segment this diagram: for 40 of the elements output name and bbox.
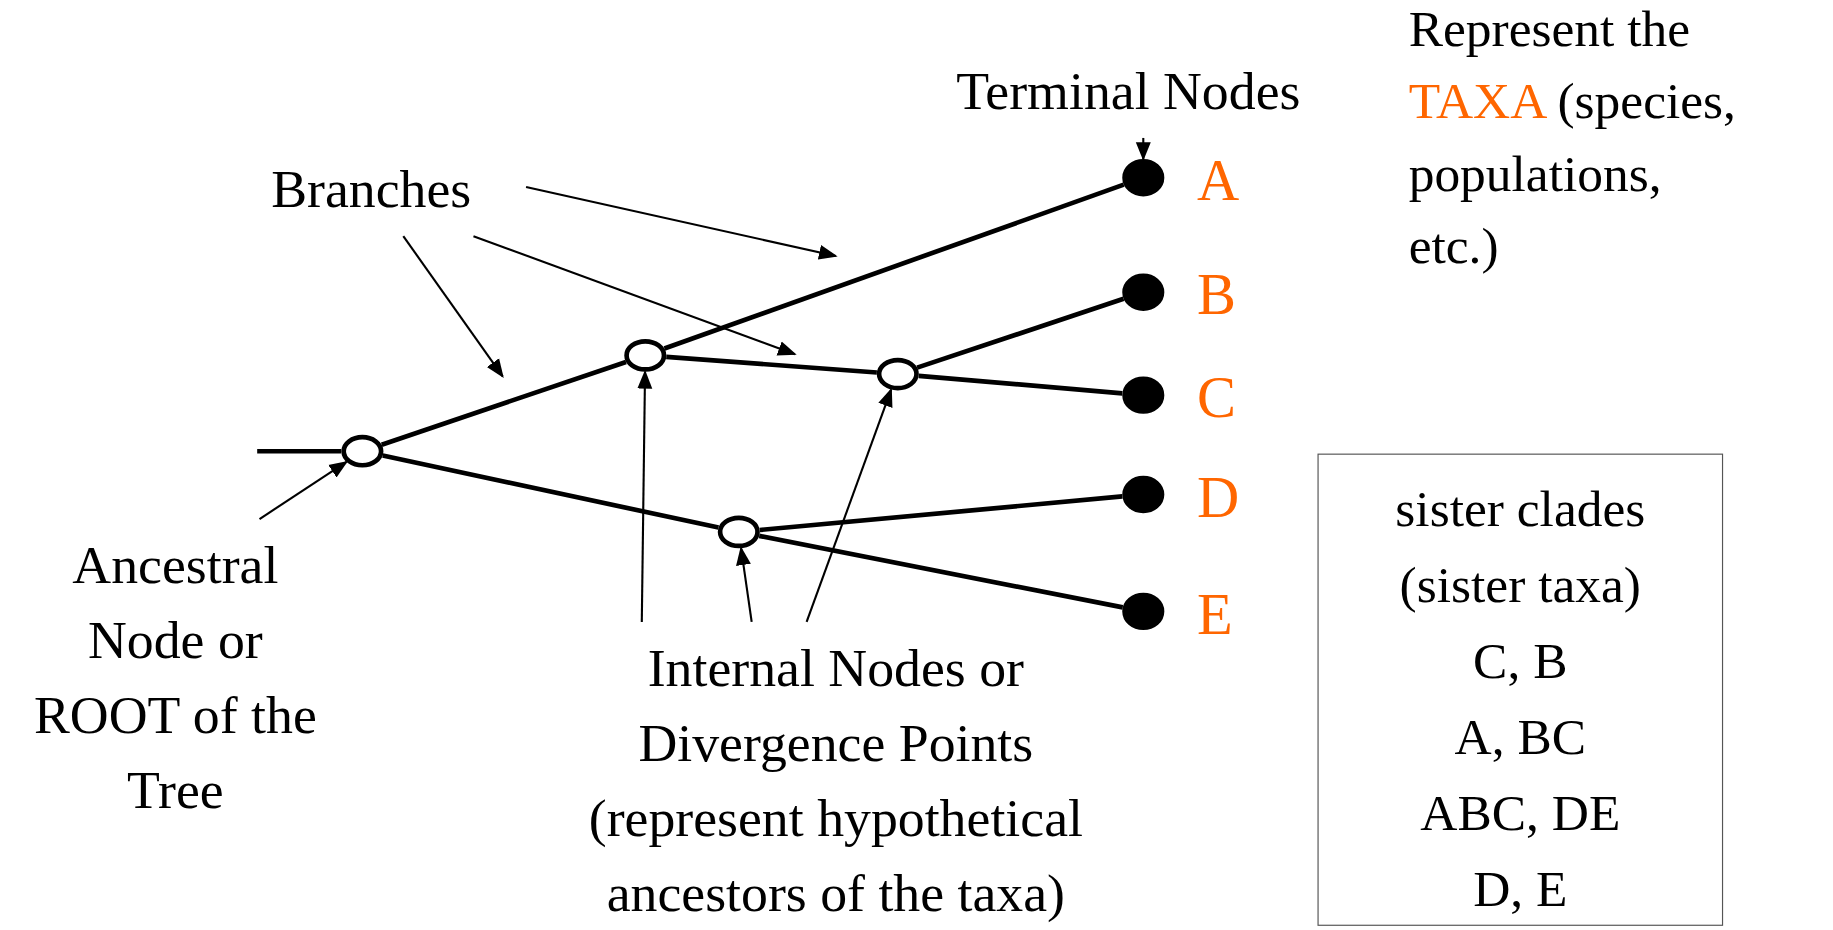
box-text: A, BC bbox=[1454, 707, 1587, 768]
leader-arrow bbox=[1135, 137, 1151, 161]
branch-line bbox=[382, 453, 720, 530]
leader-arrow bbox=[473, 235, 797, 356]
terminal-node-dot bbox=[1121, 591, 1166, 632]
callout-label: Ancestral Node or ROOT of the Tree bbox=[23, 528, 328, 828]
callout-label: Terminal Nodes bbox=[956, 53, 1378, 129]
terminal-node-dot bbox=[1121, 474, 1166, 515]
leader-arrow bbox=[258, 460, 348, 520]
terminal-node-dot bbox=[1121, 157, 1166, 198]
branch-line bbox=[663, 182, 1125, 351]
leader-arrow bbox=[805, 387, 893, 623]
box-text: ABC, DE bbox=[1420, 783, 1621, 844]
taxon-label: A bbox=[1197, 146, 1240, 215]
callout-label: Internal Nodes or Divergence Points (represent hypothetical ancestors of the taxa) bbox=[537, 631, 1134, 930]
branch-line bbox=[380, 359, 627, 447]
terminal-node-dot bbox=[1121, 272, 1166, 313]
terminal-node-dot bbox=[1121, 375, 1166, 415]
branch-line bbox=[758, 533, 1124, 610]
leader-arrow bbox=[736, 546, 753, 623]
branch-line bbox=[918, 373, 1123, 396]
note-text: Represent the TAXA (species, populations, etc.) bbox=[1408, 0, 1737, 277]
branch-line bbox=[916, 296, 1125, 370]
leader-arrow bbox=[525, 186, 838, 260]
taxon-label: C bbox=[1197, 363, 1237, 433]
internal-node-circle bbox=[875, 356, 920, 392]
box-heading: sister clades (sister taxa) bbox=[1394, 479, 1647, 616]
internal-node-circle bbox=[623, 337, 668, 373]
internal-node-circle bbox=[716, 514, 762, 550]
box-text: D, E bbox=[1473, 859, 1568, 920]
taxon-label: E bbox=[1197, 580, 1233, 649]
taxon-label: D bbox=[1197, 463, 1240, 532]
branch-line bbox=[759, 494, 1123, 533]
box-text: C, B bbox=[1473, 631, 1568, 692]
internal-node-circle bbox=[340, 433, 385, 469]
callout-label: Branches bbox=[271, 151, 517, 227]
branch-line bbox=[257, 448, 342, 454]
taxon-label: B bbox=[1197, 260, 1237, 330]
branch-line bbox=[666, 354, 878, 375]
leader-arrow bbox=[402, 235, 504, 378]
